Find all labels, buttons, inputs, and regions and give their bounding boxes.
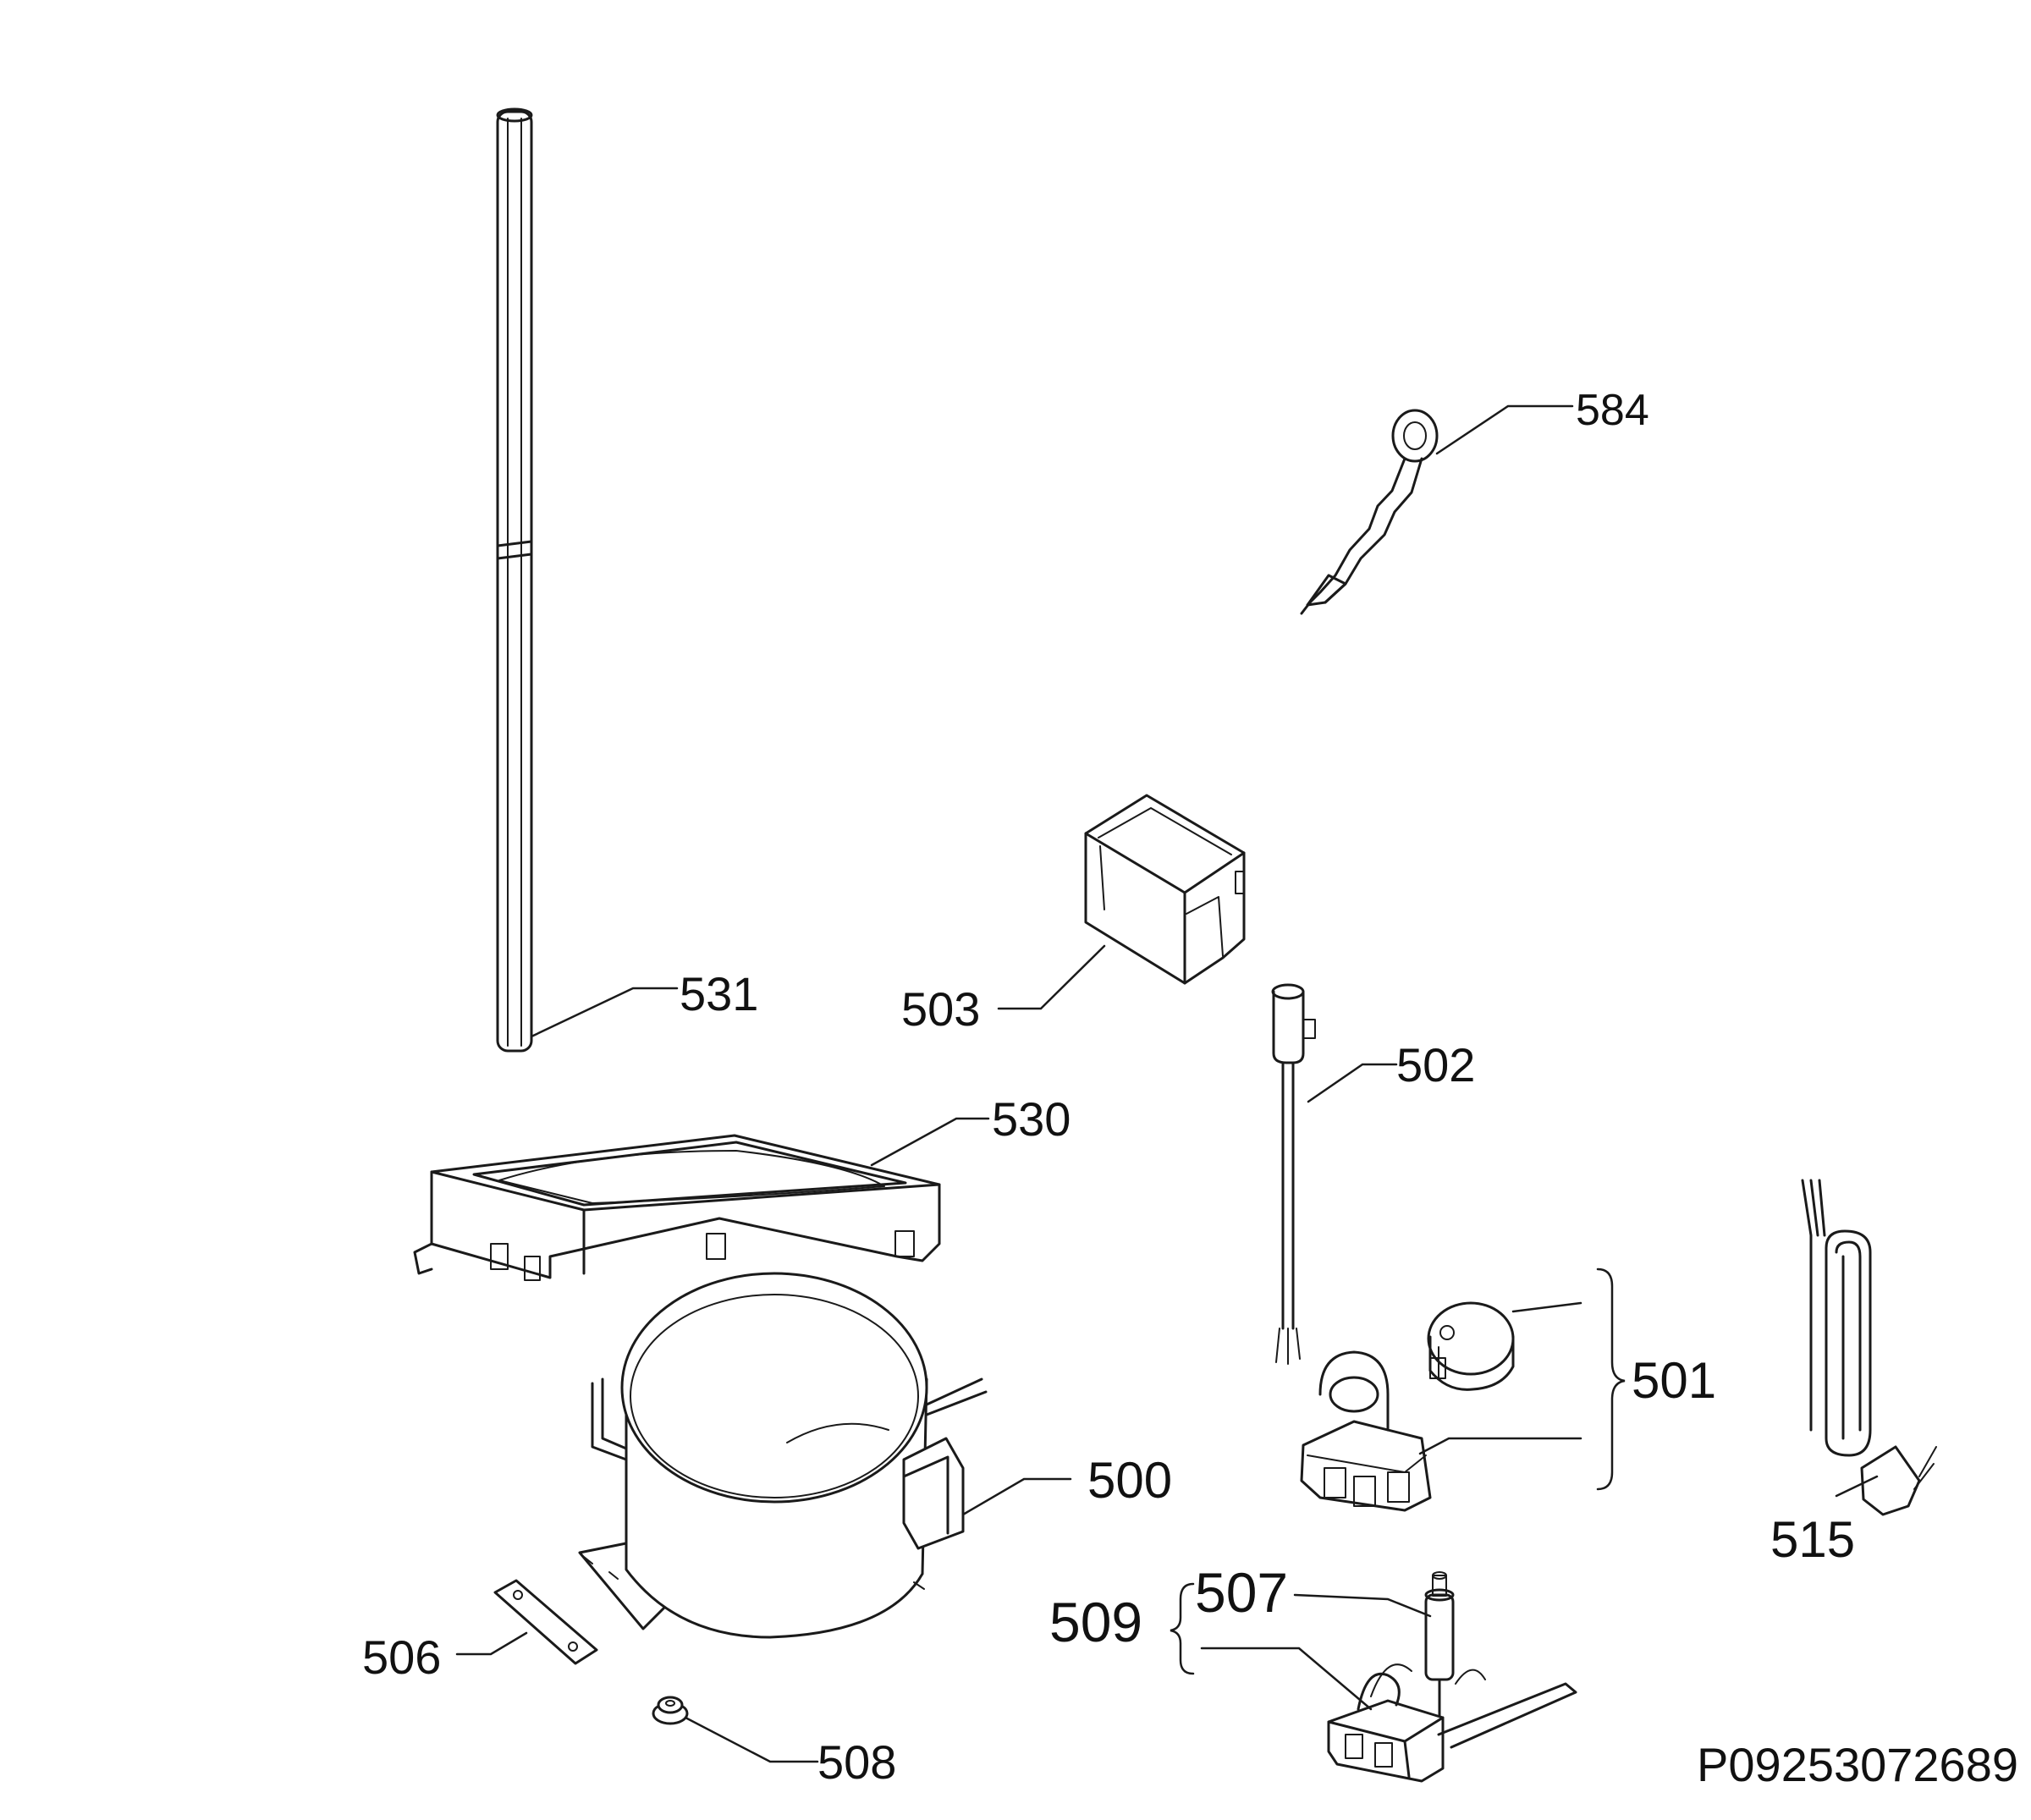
part-584-sensor[interactable]	[1300, 409, 1439, 615]
label-502: 502	[1396, 1038, 1475, 1091]
brace-509	[1170, 1582, 1195, 1675]
label-509: 509	[1049, 1591, 1142, 1653]
part-515-heater[interactable]	[1801, 1179, 1937, 1516]
part-509-valve-assembly[interactable]	[1327, 1663, 1577, 1783]
part-500-compressor[interactable]	[578, 1272, 988, 1639]
label-515: 515	[1770, 1511, 1855, 1568]
leader-530	[870, 1117, 990, 1167]
leader-508	[684, 1716, 819, 1763]
part-506-strip[interactable]	[493, 1579, 598, 1665]
label-530: 530	[992, 1092, 1071, 1146]
part-531-tube[interactable]	[496, 107, 533, 1053]
leader-502	[1307, 1063, 1398, 1103]
leader-584	[1435, 404, 1574, 455]
label-503: 503	[901, 982, 980, 1036]
leader-503	[997, 944, 1106, 1010]
drawing-code: P09253072689	[1697, 1738, 2018, 1791]
part-530-frame[interactable]	[413, 1134, 941, 1281]
part-501-relay[interactable]	[1300, 1350, 1432, 1512]
label-507: 507	[1195, 1561, 1288, 1624]
label-584: 584	[1576, 386, 1649, 435]
label-531: 531	[680, 967, 758, 1020]
part-503-relay-cover[interactable]	[1084, 794, 1246, 985]
part-507-valve[interactable]	[1424, 1571, 1455, 1728]
leader-509	[1200, 1647, 1373, 1711]
leader-507	[1293, 1593, 1432, 1618]
label-508: 508	[817, 1735, 896, 1789]
leader-515	[1835, 1475, 1879, 1498]
label-506: 506	[362, 1630, 441, 1684]
part-502-capacitor[interactable]	[1271, 983, 1316, 1365]
leader-531	[530, 987, 679, 1038]
part-508-grommet[interactable]	[652, 1696, 689, 1725]
part-501-overload[interactable]	[1427, 1301, 1515, 1391]
label-500: 500	[1087, 1452, 1172, 1509]
leader-506	[455, 1631, 528, 1656]
brace-501	[1418, 1267, 1626, 1491]
label-501: 501	[1632, 1352, 1716, 1409]
leader-500	[961, 1477, 1072, 1516]
